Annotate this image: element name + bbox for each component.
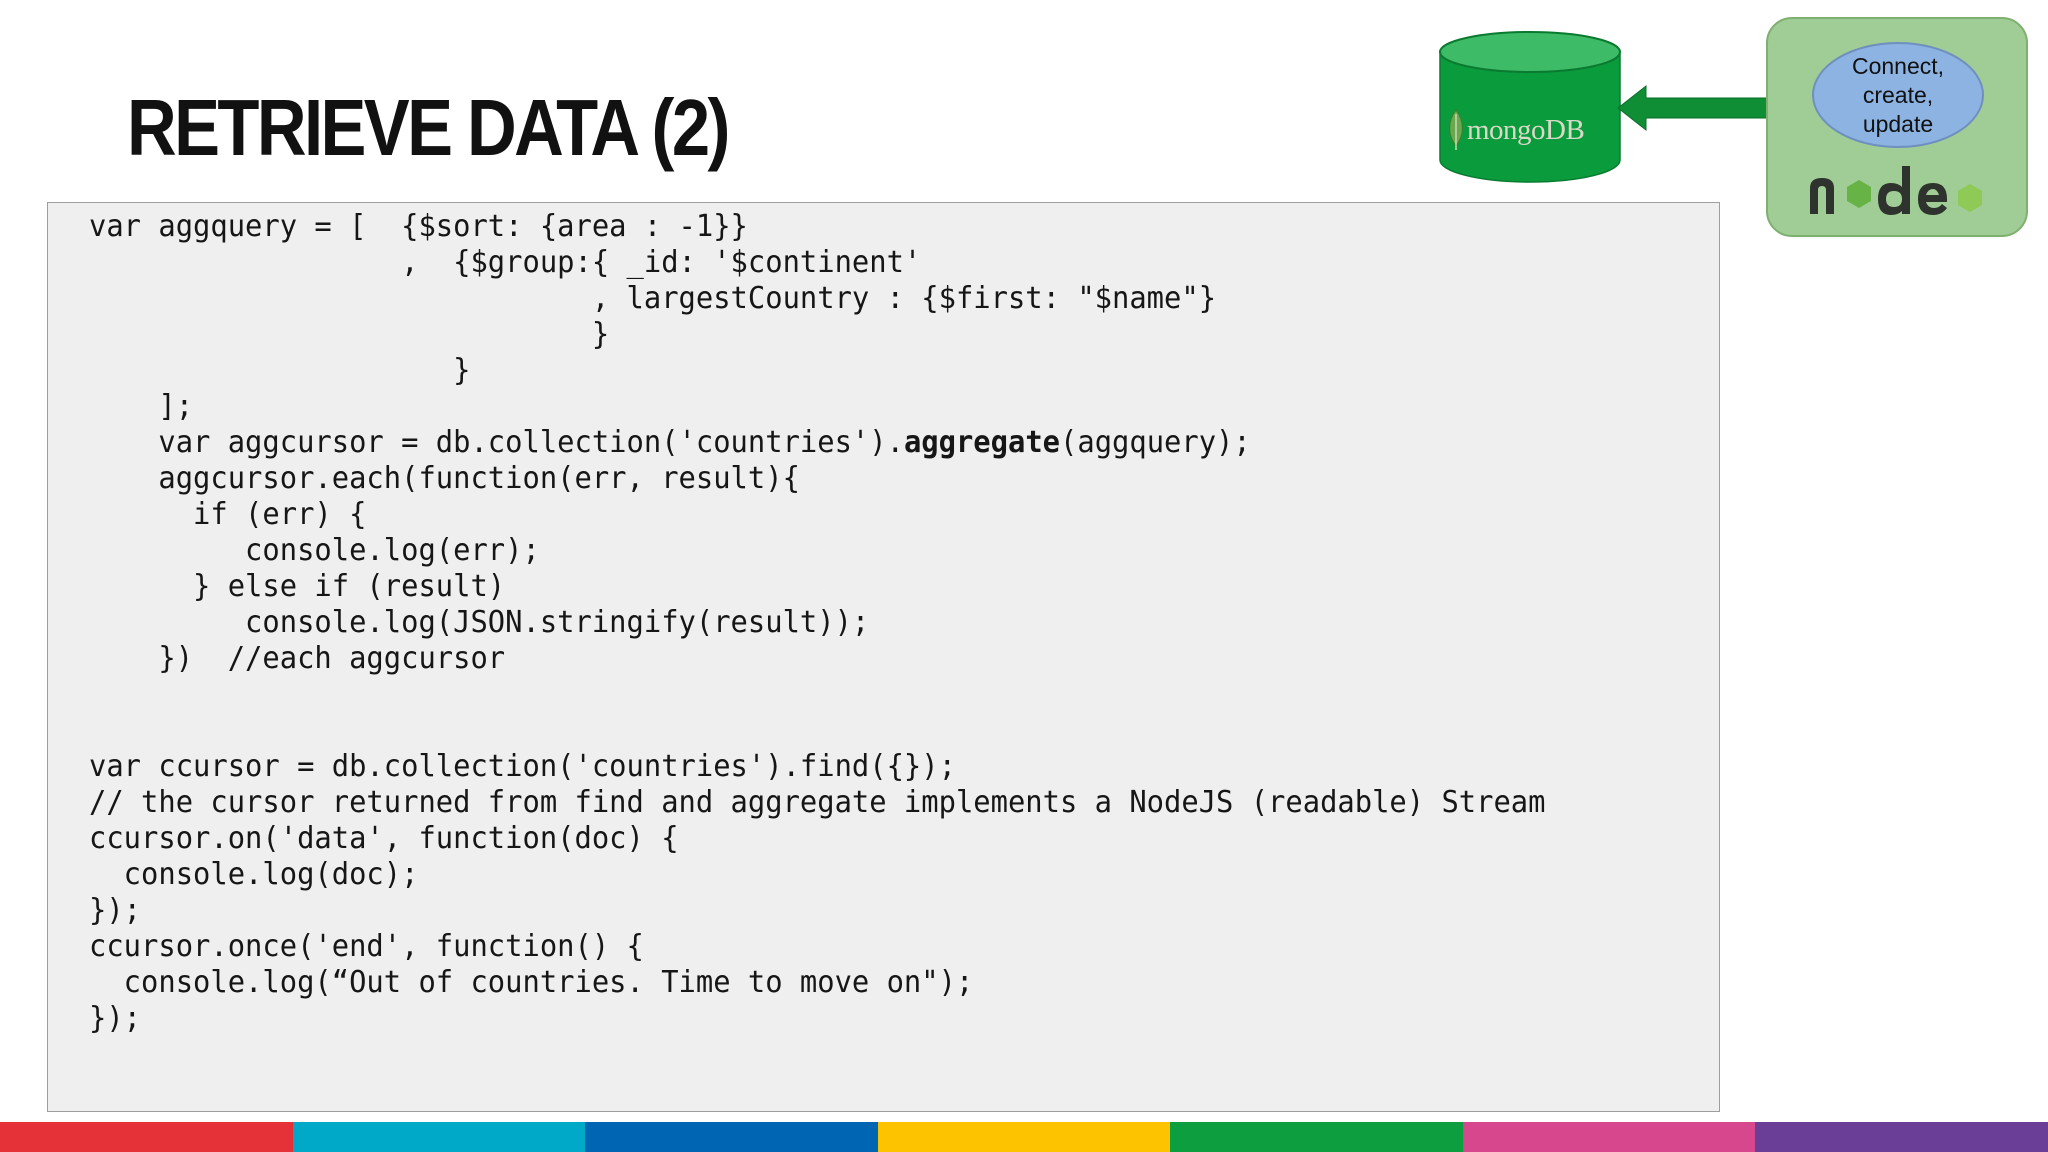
code-block: var aggquery = [ {$sort: {area : -1}} , … bbox=[47, 202, 1720, 1112]
color-stripe bbox=[292, 1122, 586, 1152]
mongodb-label: mongoDB bbox=[1467, 114, 1585, 146]
code-line bbox=[89, 677, 1545, 713]
code-line: ccursor.on('data', function(doc) { bbox=[89, 821, 679, 856]
color-stripe-bar bbox=[0, 1122, 2048, 1152]
code-line: } bbox=[89, 353, 471, 388]
code-bold-token: aggregate bbox=[903, 425, 1061, 460]
color-stripe bbox=[585, 1122, 878, 1152]
mongodb-cylinder-shape bbox=[1439, 31, 1621, 183]
code-line: var aggcursor = db.collection('countries… bbox=[89, 425, 1251, 460]
code-line: console.log(err); bbox=[89, 533, 540, 568]
code-text: var aggquery = [ {$sort: {area : -1}} , … bbox=[89, 209, 1545, 1037]
code-line: , largestCountry : {$first: "$name"} bbox=[89, 281, 1217, 316]
code-line: aggcursor.each(function(err, result){ bbox=[89, 461, 800, 496]
code-line: // the cursor returned from find and agg… bbox=[89, 785, 1546, 820]
code-line: }); bbox=[89, 893, 142, 928]
mongodb-leaf-icon bbox=[1449, 109, 1463, 150]
code-line: }); bbox=[89, 1001, 142, 1036]
code-line: ccursor.once('end', function() { bbox=[89, 929, 644, 964]
code-line: console.log(doc); bbox=[89, 857, 419, 892]
code-line: console.log(“Out of countries. Time to m… bbox=[89, 965, 974, 1000]
code-line: } else if (result) bbox=[89, 569, 506, 604]
color-stripe bbox=[1462, 1122, 1756, 1152]
code-line: , {$group:{ _id: '$continent' bbox=[89, 245, 922, 280]
action-bubble: Connect, create, update bbox=[1812, 42, 1984, 148]
color-stripe bbox=[877, 1122, 1171, 1152]
bubble-line-1: Connect, bbox=[1851, 52, 1945, 79]
code-line: }) //each aggcursor bbox=[89, 641, 506, 676]
code-line: ]; bbox=[89, 389, 194, 424]
code-line: var ccursor = db.collection('countries')… bbox=[89, 749, 956, 784]
color-stripe bbox=[1170, 1122, 1463, 1152]
code-line: } bbox=[89, 317, 610, 352]
bubble-line-3: update bbox=[1862, 110, 1934, 137]
code-line bbox=[89, 713, 1545, 749]
bubble-line-2: create, bbox=[1862, 81, 1934, 108]
color-stripe bbox=[0, 1122, 293, 1152]
code-line: if (err) { bbox=[89, 497, 367, 532]
nodejs-logo-icon bbox=[1810, 166, 1982, 215]
color-stripe bbox=[1755, 1122, 2048, 1152]
slide-title: RETRIEVE DATA (2) bbox=[127, 83, 730, 172]
code-line: var aggquery = [ {$sort: {area : -1}} bbox=[89, 209, 748, 244]
mongodb-cylinder: mongoDB bbox=[1439, 30, 1621, 186]
code-line: console.log(JSON.stringify(result)); bbox=[89, 605, 870, 640]
